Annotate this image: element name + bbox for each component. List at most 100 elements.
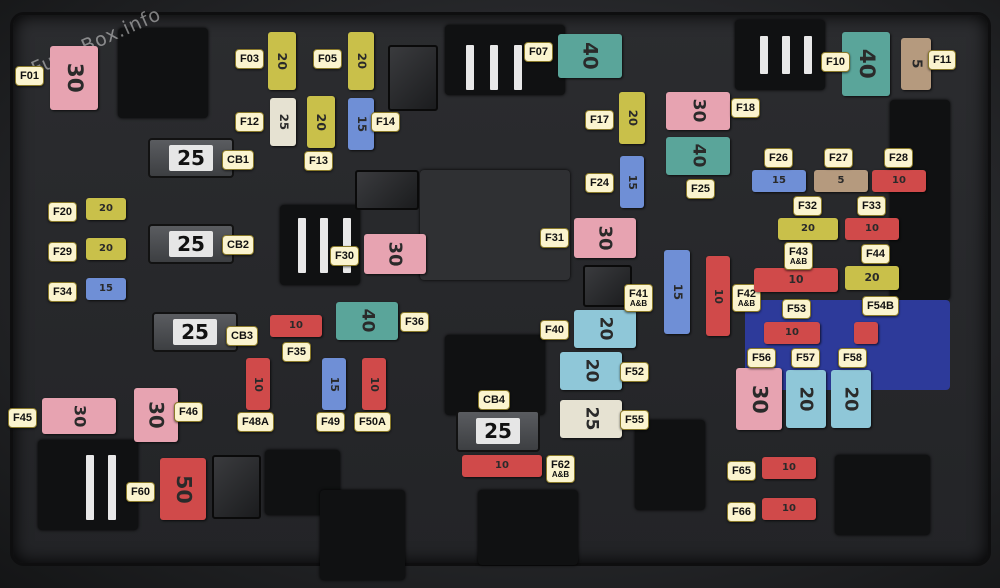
fuse-rating: 15 [772, 175, 786, 186]
label-text: F62 [551, 459, 570, 471]
label-f10: F10 [821, 52, 850, 72]
label-f40: F40 [540, 320, 569, 340]
fuse-f50a: 10 [362, 358, 386, 410]
label-f14: F14 [371, 112, 400, 132]
label-f07: F07 [524, 42, 553, 62]
fuse-rating: 20 [354, 52, 369, 70]
fuse-rating: 30 [747, 384, 772, 414]
fuse-f17: 20 [619, 92, 645, 144]
fuse-rating: 15 [626, 174, 640, 190]
label-text: F55 [625, 414, 644, 426]
label-f36: F36 [400, 312, 429, 332]
connector [478, 490, 578, 565]
fuse-f03: 20 [268, 32, 296, 90]
circuit-breaker-cb4: 25 [456, 410, 540, 452]
label-text: F26 [769, 152, 788, 164]
terminal-slot [466, 45, 474, 90]
fuse-rating: 25 [581, 407, 602, 431]
fuse-f12: 25 [270, 98, 296, 146]
fuse-f66: 10 [762, 498, 816, 520]
label-cb1: CB1 [222, 150, 255, 170]
label-f48a: F48A [237, 412, 274, 432]
label-f60: F60 [126, 482, 155, 502]
label-f46: F46 [174, 402, 203, 422]
label-text: F58 [843, 352, 862, 364]
fuse-rating: 20 [801, 223, 815, 234]
fuse-rating: 10 [785, 327, 799, 338]
terminal-slot [782, 36, 790, 74]
fuse-rating: 20 [314, 113, 330, 131]
fuse-rating: 5 [837, 175, 845, 186]
fuse-f65: 10 [762, 457, 816, 479]
fuse-rating: 30 [144, 401, 168, 429]
label-f31: F31 [540, 228, 569, 248]
label-f13: F13 [304, 151, 333, 171]
label-f53: F53 [782, 299, 811, 319]
relay-socket [118, 28, 208, 118]
fuse-f56: 30 [736, 368, 782, 430]
fuse-f29: 20 [86, 238, 126, 260]
fuse-rating: 20 [595, 317, 616, 341]
fuse-f11: 5 [901, 38, 931, 90]
label-text: F25 [691, 183, 710, 195]
fuse-f62: 10 [462, 455, 542, 477]
breaker-rating: 25 [476, 418, 520, 444]
label-text: F11 [933, 54, 952, 66]
label-text: F28 [889, 152, 908, 164]
fuse-f01: 30 [50, 46, 98, 110]
label-text: F41 [629, 288, 648, 300]
label-f03: F03 [235, 49, 264, 69]
fuse-rating: 10 [892, 175, 906, 186]
fuse-f41: 15 [664, 250, 690, 334]
fuse-f13: 20 [307, 96, 335, 148]
terminal-slot [804, 36, 812, 74]
breaker-rating: 25 [169, 145, 213, 171]
fuse-rating: 40 [357, 309, 378, 333]
label-text: F44 [866, 248, 885, 260]
fuse-f27: 5 [814, 170, 868, 192]
label-f27: F27 [824, 148, 853, 168]
fuse-rating: 20 [841, 386, 862, 412]
label-cb3: CB3 [226, 326, 259, 346]
label-text: F50A [359, 416, 386, 428]
fuse-f30: 30 [364, 234, 426, 274]
fuse-rating: 20 [625, 109, 640, 127]
label-text: F36 [405, 316, 424, 328]
label-f66: F66 [727, 502, 756, 522]
terminal-slot [86, 455, 94, 520]
fuse-rating: 40 [578, 42, 602, 70]
label-f17: F17 [585, 110, 614, 130]
label-f57: F57 [791, 348, 820, 368]
label-f32: F32 [793, 196, 822, 216]
label-f01: F01 [15, 66, 44, 86]
fuse-f34: 15 [86, 278, 126, 300]
fuse-rating: 15 [670, 283, 685, 301]
relay [388, 45, 438, 111]
label-text: F54B [867, 300, 894, 312]
label-text: F35 [287, 346, 306, 358]
fuse-f54b [854, 322, 878, 344]
label-text: F48A [242, 416, 269, 428]
relay [355, 170, 419, 210]
label-text: F27 [829, 152, 848, 164]
fuse-rating: 10 [865, 223, 879, 234]
label-text: F33 [862, 200, 881, 212]
label-f45: F45 [8, 408, 37, 428]
label-text: F10 [826, 56, 845, 68]
label-text: F14 [376, 116, 395, 128]
label-f28: F28 [884, 148, 913, 168]
circuit-breaker-cb3: 25 [152, 312, 238, 352]
label-text: F65 [732, 465, 751, 477]
fuse-f33: 10 [845, 218, 899, 240]
label-f18: F18 [731, 98, 760, 118]
label-text: F45 [13, 412, 32, 424]
fuse-f25: 40 [666, 137, 730, 175]
fuse-rating: 10 [495, 460, 509, 471]
fuse-f28: 10 [872, 170, 926, 192]
label-text: F42 [737, 288, 756, 300]
connector [320, 490, 405, 580]
fuse-rating: 30 [385, 241, 406, 267]
label-text: F53 [787, 303, 806, 315]
